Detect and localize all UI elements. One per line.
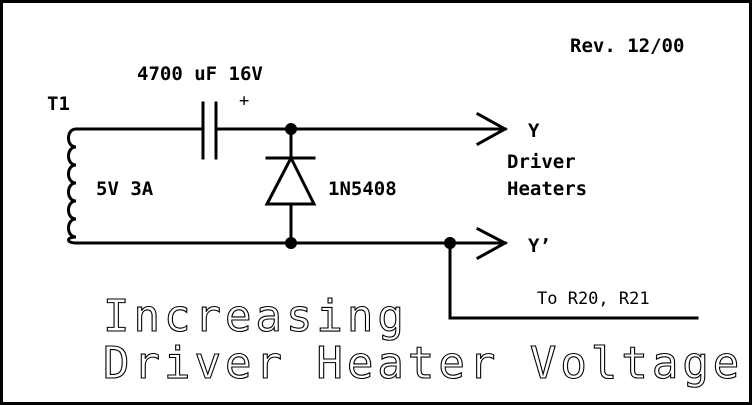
output-y-desc-line2: Heaters — [507, 178, 587, 200]
wire-tap — [448, 241, 699, 320]
diode-part-label: 1N5408 — [328, 178, 397, 200]
title-line2: Driver Heater Voltage — [103, 338, 743, 389]
tap-note-label: To R20, R21 — [537, 289, 650, 309]
output-y-prime-label: Y’ — [528, 235, 551, 257]
transformer-rating-label: 5V 3A — [96, 178, 154, 200]
title-line1: Increasing — [103, 291, 408, 342]
revision-label: Rev. 12/00 — [570, 35, 684, 57]
arrow-y-prime — [475, 226, 509, 261]
diode-anode-triangle — [264, 154, 317, 206]
output-y-desc-line1: Driver — [507, 151, 576, 173]
transformer-winding — [67, 127, 92, 245]
capacitor-value-label: 4700 uF 16V — [137, 63, 263, 85]
output-y-label: Y — [528, 120, 540, 142]
transformer-ref-label: T1 — [47, 93, 70, 115]
capacitor-polarity-mark: + — [239, 91, 249, 111]
arrow-y — [475, 111, 509, 147]
